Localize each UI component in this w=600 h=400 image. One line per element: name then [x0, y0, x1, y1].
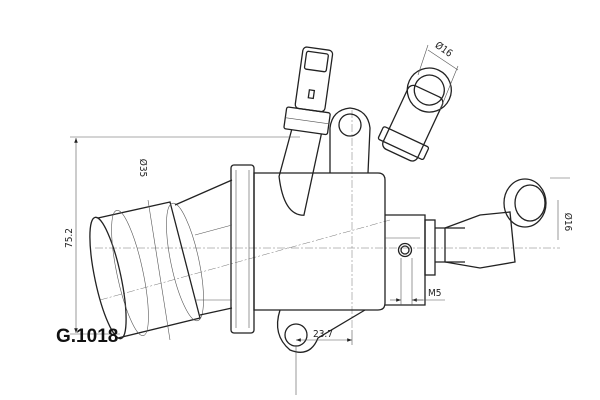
housing-body: [230, 164, 465, 334]
dimension-top-outlet-diameter: Ø16: [417, 39, 459, 111]
dimension-inlet-diameter: Ø35: [137, 159, 171, 341]
dimension-inlet-diameter-label: Ø35: [137, 159, 149, 178]
dimension-top-outlet-label: Ø16: [433, 39, 455, 60]
dimension-side-outlet-label: Ø16: [562, 213, 574, 232]
dimension-height: 75.2: [64, 136, 300, 335]
dimension-bolt-thread: M5: [390, 258, 445, 305]
dimension-height-label: 75.2: [64, 228, 75, 248]
dimension-side-outlet-diameter: Ø16: [550, 177, 574, 240]
temperature-sensor: [278, 46, 334, 216]
inlet-pipe: [89, 179, 233, 340]
dimension-ear-offset-label: 23.7: [313, 329, 333, 340]
side-outlet-pipe: [444, 178, 547, 269]
center-lines: [95, 110, 560, 330]
dimension-ear-offset: 23.7: [295, 329, 353, 395]
m5-bolt-hole: [397, 242, 413, 258]
dimension-bolt-thread-label: M5: [428, 288, 442, 299]
part-code: G.1018: [56, 326, 118, 347]
top-outlet-pipe: [377, 67, 452, 162]
mounting-ear-top: [329, 107, 371, 174]
